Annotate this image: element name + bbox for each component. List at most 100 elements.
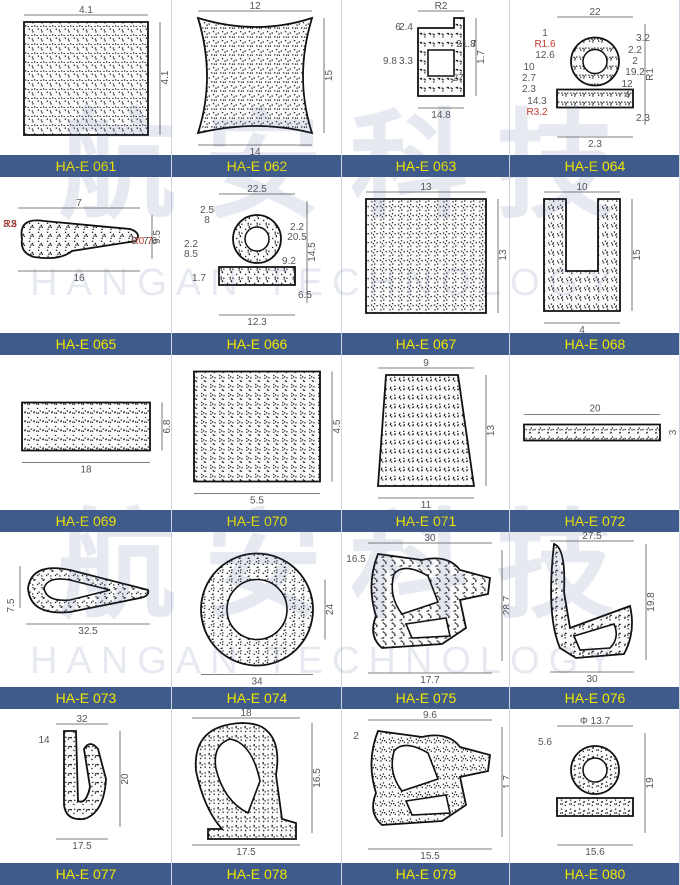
dimension-label: 2.2 bbox=[628, 45, 642, 56]
dimension-label: 3.3 bbox=[399, 56, 413, 67]
dimension-label: 28.7 bbox=[502, 595, 510, 615]
dimension-label: 3 bbox=[668, 429, 679, 435]
dimension-label: 2 bbox=[353, 731, 359, 742]
dimension-label: 12 bbox=[249, 1, 261, 12]
profile-drawing: 4.5 5.5 bbox=[193, 370, 342, 507]
dimension-label: R2 bbox=[4, 219, 17, 230]
dimension-label: 9 bbox=[423, 358, 429, 369]
profile-shape bbox=[370, 730, 491, 826]
dimension-label: 14.8 bbox=[431, 110, 451, 121]
profile-code-caption: HA-E 076 bbox=[510, 687, 679, 709]
dimension-label: 14.5 bbox=[307, 242, 318, 262]
profile-drawing: 34 24 bbox=[200, 552, 336, 688]
dimension-label: 17.7 bbox=[420, 675, 440, 686]
profile-shape bbox=[196, 16, 314, 135]
profile-code-caption: HA-E 080 bbox=[510, 863, 679, 885]
dimension-label: 17.5 bbox=[72, 841, 92, 852]
dimension-label: 8.5 bbox=[184, 249, 198, 260]
profile-code-caption: HA-E 077 bbox=[0, 863, 171, 885]
profile-drawing: 6.818 bbox=[21, 401, 171, 476]
dimension-label: R2 bbox=[435, 1, 448, 12]
profile-code-caption: HA-E 065 bbox=[0, 333, 171, 355]
dimension-label: 11 bbox=[421, 500, 432, 510]
profile-shape bbox=[365, 198, 487, 314]
profile-shape bbox=[377, 374, 476, 487]
profile-shape bbox=[218, 214, 296, 286]
dimension-label: 1.7 bbox=[192, 273, 206, 284]
dimension-label: 16.5 bbox=[312, 768, 323, 788]
profile-code-caption: HA-E 069 bbox=[0, 510, 171, 532]
profile-code-caption: HA-E 072 bbox=[510, 510, 679, 532]
profile-shape bbox=[21, 401, 151, 452]
profile-drawing: 7.532.5 bbox=[6, 566, 150, 637]
dimension-label: R1.6 bbox=[534, 39, 556, 50]
dimension-label: 16.5 bbox=[346, 554, 366, 565]
profile-shape bbox=[556, 36, 634, 109]
dimension-label: 20 bbox=[589, 404, 601, 415]
dimension-label: 7.6 bbox=[143, 236, 157, 247]
dimension-label: 9.5 bbox=[152, 230, 163, 244]
profile-shape bbox=[63, 730, 107, 821]
dimension-label: 7 bbox=[76, 198, 82, 209]
profile-code-caption: HA-E 062 bbox=[172, 155, 341, 177]
dimension-label: 2.4 bbox=[399, 22, 413, 33]
dimension-label: 6.5 bbox=[298, 290, 312, 301]
dimension-label: 34 bbox=[251, 677, 263, 688]
profile-code-caption: HA-E 078 bbox=[172, 863, 341, 885]
dimension-label: 12 bbox=[621, 79, 633, 90]
dimension-label: 4 bbox=[624, 90, 630, 101]
dimension-label: 18 bbox=[80, 465, 92, 476]
dimension-label: 2.3 bbox=[522, 84, 536, 95]
dimension-label: 6 bbox=[395, 22, 401, 33]
dimension-label: 13 bbox=[498, 249, 509, 261]
profile-shape bbox=[543, 198, 621, 312]
dimension-label: 2.2 bbox=[184, 239, 198, 250]
profile-shape bbox=[200, 552, 314, 667]
profile-code-caption: HA-E 061 bbox=[0, 155, 171, 177]
dimension-label: R1 bbox=[645, 68, 656, 81]
dimension-label: 19.2 bbox=[625, 67, 645, 78]
dimension-label: 22 bbox=[589, 7, 601, 18]
dimension-label: 22.5 bbox=[247, 184, 267, 195]
profile-drawing: 20 3 bbox=[523, 404, 679, 442]
dimension-label: 4.5 bbox=[332, 419, 342, 433]
profile-code-caption: HA-E 074 bbox=[172, 687, 341, 709]
dimension-label: 19 bbox=[645, 777, 656, 789]
dimension-label: 2.2 bbox=[290, 222, 304, 233]
dimension-label: 18 bbox=[240, 709, 252, 719]
profile-shape bbox=[193, 370, 321, 483]
profile-shape bbox=[523, 423, 661, 442]
dimension-label: 4 bbox=[579, 325, 585, 333]
profile-code-caption: HA-E 066 bbox=[172, 333, 341, 355]
dimension-label: 13 bbox=[420, 182, 432, 193]
dimension-label: 2.3 bbox=[588, 139, 602, 150]
dimension-label: 20.5 bbox=[287, 232, 307, 243]
dimension-label: 3.5 bbox=[3, 219, 17, 230]
dimension-label: 5.6 bbox=[538, 737, 552, 748]
dimension-label: 10 bbox=[523, 62, 535, 73]
dimension-label: 19.8 bbox=[646, 592, 657, 612]
dimension-label: 2.7 bbox=[522, 73, 536, 84]
dimension-label: 24 bbox=[325, 604, 336, 616]
dimension-label: 15.6 bbox=[585, 847, 605, 858]
dimension-label: 5.5 bbox=[250, 496, 264, 507]
dimension-label: 21.8 bbox=[456, 39, 476, 50]
dimension-label: 13 bbox=[486, 425, 497, 437]
profile-code-caption: HA-E 075 bbox=[342, 687, 509, 709]
dimension-label: 9 bbox=[131, 236, 137, 247]
dimension-label: 1.7 bbox=[502, 775, 510, 789]
